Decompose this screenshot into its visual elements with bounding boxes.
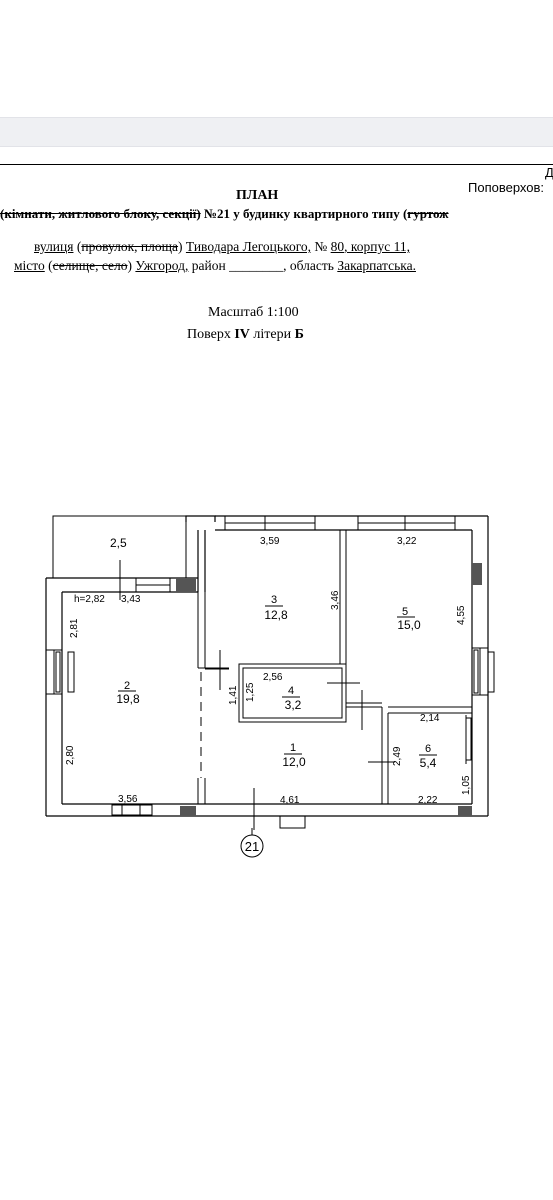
dim-room6-height: 2,49 [392, 746, 403, 766]
dim-top-room5: 3,22 [397, 536, 417, 547]
header-line3: місто (селище, село) Ужгород, район ____… [14, 258, 416, 274]
city-name: Ужгород, [135, 258, 189, 273]
line1-strike: (кімнати, житлового блоку, секції) [0, 206, 201, 221]
street-name: Тиводара Легоцького, [185, 239, 312, 254]
room6-number: 6 [425, 743, 431, 755]
paren: ( [73, 239, 82, 254]
left-windows [46, 649, 75, 695]
street-strike: провулок, площа [81, 239, 179, 254]
floor-number: IV [234, 327, 250, 342]
paren: ) [178, 239, 186, 254]
plan-title: ПЛАН [236, 188, 279, 203]
apartment-number: 21 [245, 839, 259, 854]
room1-area: 12,0 [282, 755, 306, 769]
room5-number: 5 [402, 606, 408, 618]
header-line1: (кімнати, житлового блоку, секції) №21 у… [0, 206, 449, 222]
document-top-border [0, 164, 553, 165]
partitions [197, 530, 472, 804]
room1-number: 1 [290, 742, 296, 754]
bottom-windows [111, 804, 153, 816]
paren: ) [127, 258, 136, 273]
litera: Б [294, 327, 304, 342]
region-name: Закарпатська. [337, 258, 416, 273]
dim-bottom-room2: 3,56 [118, 794, 138, 805]
dim-room4-width: 2,56 [263, 672, 283, 683]
city-strike: селище, село [52, 258, 128, 273]
outer-walls [45, 515, 489, 817]
top-windows [135, 516, 456, 592]
dim-left-upper: 2,81 [69, 618, 80, 638]
door-marks [119, 560, 395, 830]
building-number: 80 [330, 239, 345, 254]
dim-room5-height: 4,55 [456, 605, 467, 625]
line1-strike-tail: гуртож [407, 206, 449, 221]
apartment-marker [240, 828, 264, 858]
right-windows [465, 647, 495, 764]
dim-left-lower: 2,80 [65, 745, 76, 765]
header-line2: вулиця (провулок, площа) Тиводара Легоць… [34, 239, 410, 255]
dim-room3-height: 3,46 [330, 590, 341, 610]
browser-toolbar [0, 117, 553, 147]
city-label: місто [14, 258, 45, 273]
room5-area: 15,0 [397, 618, 421, 632]
floor-text: Поверх IV літери Б [187, 327, 304, 343]
line1-main: №21 у будинку квартирного типу ( [200, 206, 408, 221]
columns [176, 563, 482, 816]
dim-top-room3: 3,59 [260, 536, 280, 547]
dim-room4-h2: 1,25 [245, 682, 256, 702]
dim-room4-h1: 1,41 [228, 685, 239, 705]
number-label: № [311, 239, 331, 254]
room2-area: 19,8 [116, 692, 140, 706]
room4-number: 4 [288, 685, 294, 697]
dim-bottom-room6: 2,22 [418, 795, 438, 806]
room3-number: 3 [271, 594, 277, 606]
page-letter: Д [545, 165, 553, 180]
dim-room6-small: 1,05 [461, 775, 472, 795]
floor-prefix: Поверх [187, 327, 235, 342]
building-block: , корпус 11, [344, 239, 410, 254]
floor-mid: літери [249, 327, 295, 342]
room3-area: 12,8 [264, 608, 288, 622]
paren: ( [44, 258, 53, 273]
scale-text: Масштаб 1:100 [208, 305, 299, 320]
street-label: вулиця [34, 239, 74, 254]
balcony-area: 2,5 [110, 536, 127, 550]
dim-room6-width: 2,14 [420, 713, 440, 724]
dim-balcony-width: 3,43 [121, 594, 141, 605]
room2-number: 2 [124, 680, 130, 692]
dim-bottom-room1: 4,61 [280, 795, 300, 806]
ceiling-height: h=2,82 [74, 594, 105, 605]
floor-label: Поповерхов: [468, 180, 545, 195]
room4-area: 3,2 [285, 698, 302, 712]
district-text: район ________, область [188, 258, 338, 273]
room6-area: 5,4 [420, 756, 437, 770]
